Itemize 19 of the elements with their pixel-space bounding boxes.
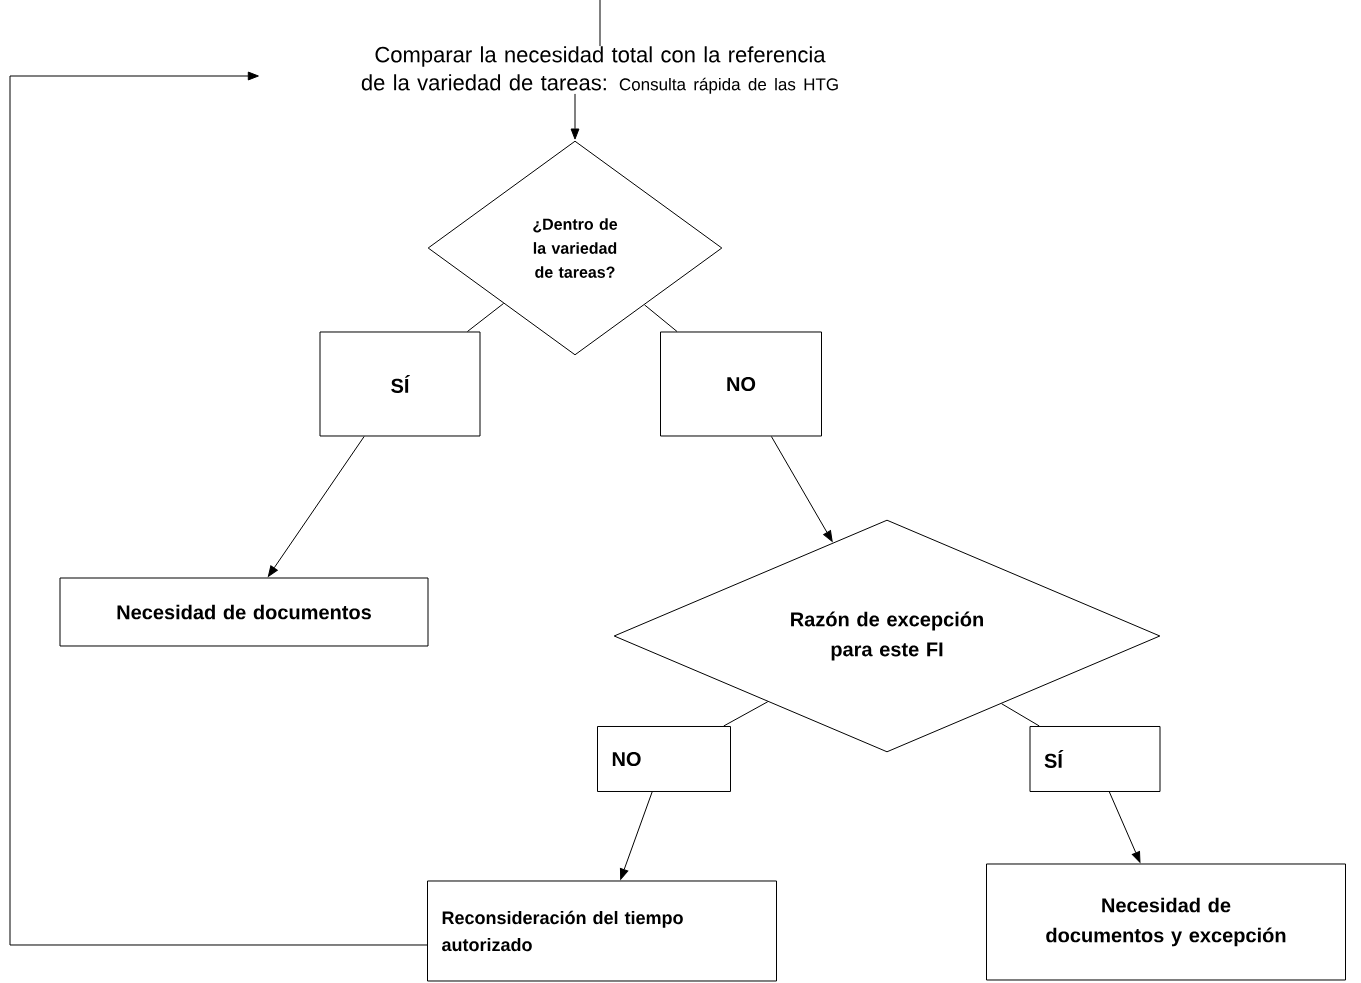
process-box: Necesidad de documentos y excepción xyxy=(986,863,1346,981)
process-box: SÍ xyxy=(319,331,481,437)
connector-line xyxy=(723,701,769,727)
connector-line xyxy=(644,304,678,332)
process-box: Reconsideración del tiempo autorizado xyxy=(427,880,777,982)
process-box: NO xyxy=(597,726,731,792)
connector-line xyxy=(466,302,505,332)
arrow xyxy=(770,436,833,542)
arrow xyxy=(1108,791,1141,863)
arrow xyxy=(619,791,653,880)
arrow xyxy=(267,436,365,577)
connector-line xyxy=(1001,703,1040,727)
process-box: Necesidad de documentos xyxy=(59,577,429,647)
process-box: SÍ xyxy=(1029,726,1161,792)
arrow xyxy=(9,71,428,946)
flow-text: Comparar la necesidad total con la referencia de la variedad de tareas: Consulta rápida de las HTG xyxy=(361,46,838,94)
connector-line xyxy=(599,0,601,47)
process-box: NO xyxy=(660,331,822,437)
arrow xyxy=(570,93,580,140)
